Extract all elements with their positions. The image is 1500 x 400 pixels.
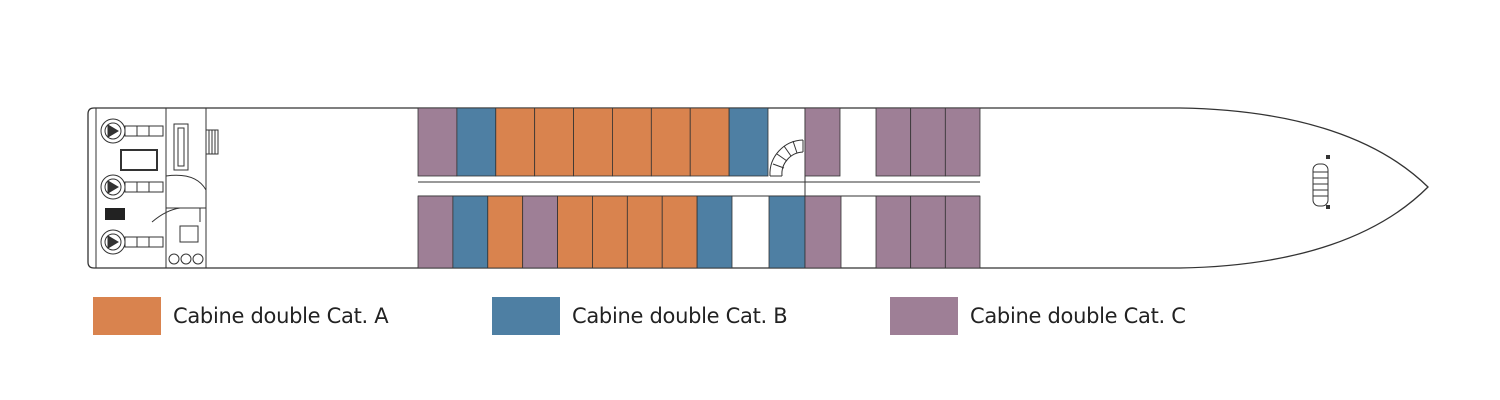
- cabin-cat-a: [573, 107, 613, 177]
- cabin-cat-c: [944, 195, 981, 269]
- cabin-cat-a: [612, 107, 652, 177]
- cabin-cat-a: [487, 195, 524, 269]
- legend-item-b: Cabine double Cat. B: [492, 297, 788, 335]
- cabin-cat-b: [696, 195, 733, 269]
- spiral-stair-icon: [769, 139, 804, 177]
- cabin-cat-c: [944, 107, 981, 177]
- cabin-cat-c: [522, 195, 558, 269]
- cabin-cat-c: [875, 107, 912, 177]
- stair-icon: [205, 129, 219, 155]
- hatch-icon: [120, 149, 158, 171]
- cabin-cat-a: [689, 107, 730, 177]
- cabin-cat-c: [910, 107, 946, 177]
- cabin-cat-c: [417, 107, 458, 177]
- cabin-cat-a: [650, 107, 691, 177]
- cabin-cat-c: [804, 107, 841, 177]
- legend-label-b: Cabine double Cat. B: [572, 304, 788, 328]
- legend-swatch-b: [492, 297, 560, 335]
- cabin-cat-a: [626, 195, 663, 269]
- stern-machinery: [95, 108, 219, 268]
- cabin-cat-b: [456, 107, 497, 177]
- engine-block: [105, 208, 125, 220]
- cabin-cat-c: [804, 195, 842, 269]
- cabin-cat-a: [495, 107, 536, 177]
- legend-item-a: Cabine double Cat. A: [93, 297, 389, 335]
- cabin-cat-c: [875, 195, 912, 269]
- cabin-cat-b: [728, 107, 769, 177]
- cabin-cat-a: [534, 107, 574, 177]
- hull-outline: [87, 107, 1429, 269]
- cabin-cat-b: [768, 195, 806, 269]
- propeller-icon: [100, 229, 164, 255]
- cabins-layer: [417, 107, 981, 269]
- cabin-cat-a: [661, 195, 698, 269]
- legend-label-c: Cabine double Cat. C: [970, 304, 1186, 328]
- legend-swatch-c: [890, 297, 958, 335]
- legend-swatch-a: [93, 297, 161, 335]
- cabin-cat-b: [452, 195, 489, 269]
- propeller-icon: [100, 174, 164, 200]
- cabin-cat-a: [592, 195, 628, 269]
- cabin-cat-c: [910, 195, 946, 269]
- cabin-cat-c: [417, 195, 454, 269]
- legend-item-c: Cabine double Cat. C: [890, 297, 1186, 335]
- legend-label-a: Cabine double Cat. A: [173, 304, 389, 328]
- cabin-cat-a: [557, 195, 593, 269]
- propeller-icon: [100, 118, 164, 144]
- bow-stair-icon: [1312, 155, 1330, 209]
